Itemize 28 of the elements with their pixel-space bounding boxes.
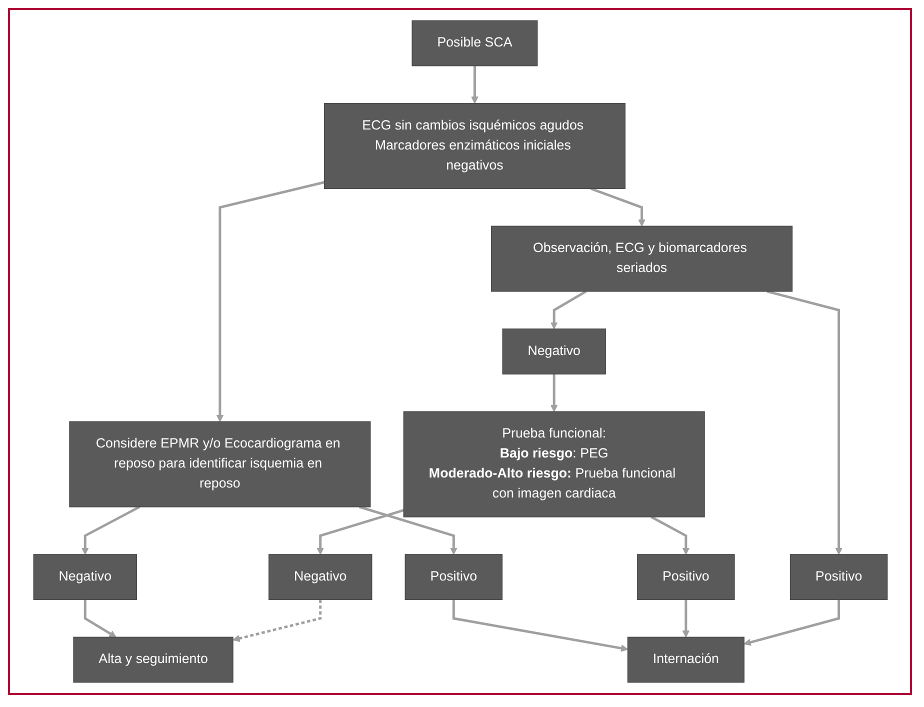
arrow <box>743 600 840 646</box>
arrow <box>83 600 116 638</box>
arrow <box>550 374 558 412</box>
node-box: Negativo <box>502 328 606 374</box>
node-box: Negativo <box>32 554 136 600</box>
arrow <box>650 516 690 555</box>
arrow <box>550 290 586 330</box>
arrow <box>682 600 690 638</box>
node-box: Alta y seguimiento <box>72 636 233 683</box>
arrow <box>470 66 478 104</box>
arrow <box>358 506 457 555</box>
arrow <box>766 290 842 555</box>
arrow <box>216 181 324 422</box>
node-box: Positivo <box>404 554 502 600</box>
node-box: Internación <box>626 636 744 683</box>
node-box: Negativo <box>268 554 372 600</box>
node-box: ECG sin cambios isquémicos agudos Marcadores enzimáticos iniciales negativos <box>323 102 626 190</box>
node-box: Considere EPMR y/o Ecocardiograma en reposo para identificar isquemia en reposo <box>68 421 370 508</box>
node-box: Prueba funcional: Bajo riesgo: PEG Moderado-Alto riesgo: Prueba funcional con imagen cardiaca <box>402 411 704 518</box>
node-box: Posible SCA <box>411 20 538 66</box>
arrow <box>232 600 322 642</box>
arrow <box>452 600 628 652</box>
arrow <box>590 187 645 227</box>
arrow <box>80 506 140 555</box>
node-box: Observación, ECG y biomarcadores seriados <box>490 226 792 292</box>
node-box: Positivo <box>636 554 734 600</box>
node-box: Positivo <box>789 554 888 600</box>
arrow <box>316 509 404 555</box>
